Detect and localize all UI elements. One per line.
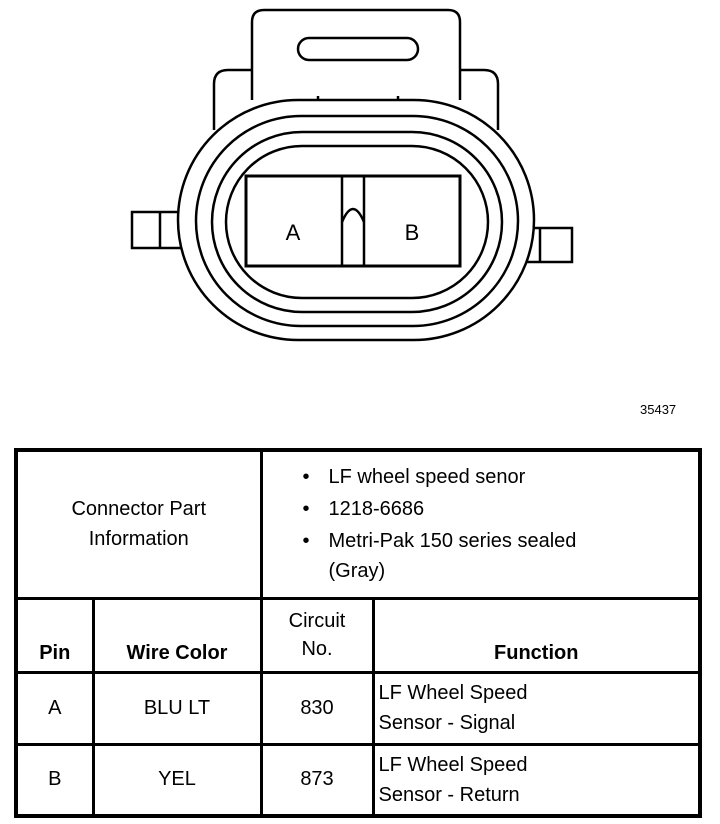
cell-pin: B	[14, 742, 95, 818]
detail-item: 1218-6686	[299, 494, 699, 524]
pin-b-label: B	[405, 220, 420, 245]
cell-circuit-no: 873	[259, 742, 375, 818]
cell-function: LF Wheel Speed Sensor - Signal	[371, 670, 702, 746]
cell-circuit-no: 830	[259, 670, 375, 746]
connector-info-table: Connector Part Information LF wheel spee…	[14, 448, 702, 818]
table-row: A BLU LT 830 LF Wheel Speed Sensor - Sig…	[14, 670, 702, 746]
connector-part-info-label: Connector Part Information	[14, 448, 263, 600]
latch-tab	[250, 8, 462, 100]
right-ear	[522, 226, 574, 264]
header-circuit-no: Circuit No.	[259, 596, 375, 674]
cell-wire-color: YEL	[91, 742, 263, 818]
cell-function: LF Wheel Speed Sensor - Return	[371, 742, 702, 818]
header-pin: Pin	[14, 596, 95, 674]
connector-part-details: LF wheel speed senor 1218-6686 Metri-Pak…	[259, 448, 702, 600]
detail-item: Metri-Pak 150 series sealed (Gray)	[299, 526, 589, 586]
terminal-cavity	[244, 174, 462, 268]
cell-pin: A	[14, 670, 95, 746]
header-wire-color: Wire Color	[91, 596, 263, 674]
latch-slot	[296, 36, 420, 62]
connector-outer-shell	[176, 98, 536, 342]
detail-item: LF wheel speed senor	[299, 462, 699, 492]
connector-diagram: A B	[130, 8, 574, 342]
pin-a-label: A	[286, 220, 301, 245]
housing-shoulder	[212, 68, 500, 130]
header-function: Function	[371, 596, 702, 674]
figure-number: 35437	[640, 402, 677, 417]
cell-wire-color: BLU LT	[91, 670, 263, 746]
table-row: B YEL 873 LF Wheel Speed Sensor - Return	[14, 742, 702, 818]
